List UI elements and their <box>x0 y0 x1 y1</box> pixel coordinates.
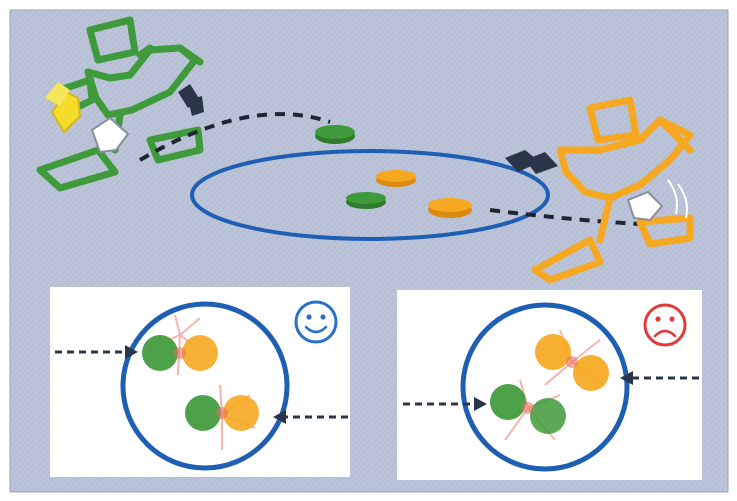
left-player-handle-2 <box>188 96 204 116</box>
bad-panel-ring <box>460 302 630 472</box>
bad-arrow-left <box>403 397 487 411</box>
moving-green-stone <box>315 125 355 144</box>
good-arrow-right <box>273 410 348 424</box>
bad-impact-1 <box>535 329 609 391</box>
good-arrow-left <box>55 345 138 359</box>
ring-stone-orange-2 <box>428 198 472 218</box>
right-player-glove <box>505 150 540 172</box>
motion-lines <box>667 179 688 219</box>
panel-bad <box>397 290 702 480</box>
right-trajectory <box>489 208 641 226</box>
right-player-shoe <box>626 190 664 222</box>
good-impact-1 <box>142 314 218 376</box>
good-panel-ring <box>120 301 290 471</box>
broom-head <box>45 82 70 106</box>
target-ring <box>190 149 550 241</box>
bad-arrow-right <box>620 371 699 385</box>
good-impact-2 <box>185 384 259 450</box>
sad-face-icon <box>643 303 687 347</box>
bad-impact-2 <box>490 379 566 441</box>
ring-stone-orange-1 <box>376 170 416 187</box>
panel-good <box>50 287 350 477</box>
right-player-glove-2 <box>525 152 558 174</box>
ring-stone-green <box>346 192 386 209</box>
smiley-face-icon <box>294 300 338 344</box>
left-player-shoe <box>90 116 130 154</box>
right-player <box>531 96 694 284</box>
left-trajectory <box>138 112 331 162</box>
